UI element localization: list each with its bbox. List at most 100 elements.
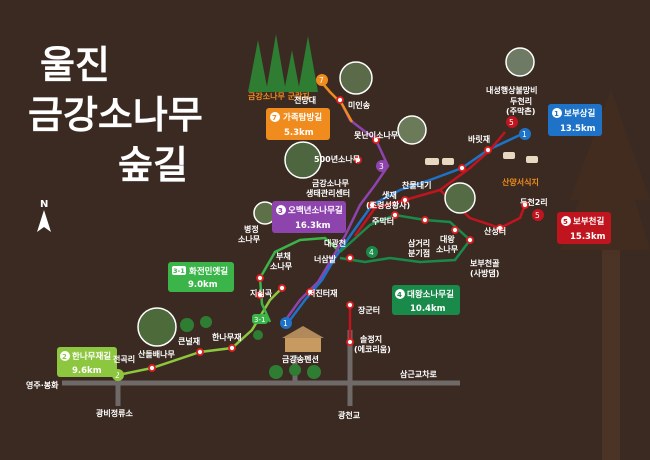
photo-motnani xyxy=(397,115,427,145)
label-hannamujae: 한나무재 xyxy=(212,332,241,342)
label-jeongokri: 전곡리 xyxy=(113,354,135,364)
svg-text:7: 7 xyxy=(272,114,277,122)
route-badge-3-1: 3-1 xyxy=(252,314,268,324)
svg-text:10.4km: 10.4km xyxy=(410,304,446,314)
label-byeongjeong2: 소나무 xyxy=(238,234,261,244)
label-miinsong: 미인송 xyxy=(348,100,371,110)
label-wildlife: 산양서식지 xyxy=(502,177,539,187)
label-500year: 500년소나무 xyxy=(314,154,361,164)
svg-text:5: 5 xyxy=(509,118,514,127)
svg-text:15.3km: 15.3km xyxy=(570,232,606,242)
svg-text:5: 5 xyxy=(535,211,540,220)
place-labels: 금강소나무 군락지 전망대 미인송 못난이소나무 500년소나무 금강소나무 생… xyxy=(26,85,548,420)
photo-miinsong xyxy=(339,61,373,95)
label-buche2: 소나무 xyxy=(270,261,293,271)
photo-500year xyxy=(284,141,322,179)
route-box-5: 5 보부천길 15.3km xyxy=(557,212,611,244)
route-badge-4: 4 xyxy=(366,246,378,258)
label-keunneoljae: 큰널재 xyxy=(178,336,200,346)
tree-cluster-icon xyxy=(248,34,318,92)
route-badge-1: 1 xyxy=(519,128,531,140)
label-pension: 금강송펜션 xyxy=(282,354,319,364)
svg-text:4: 4 xyxy=(369,248,374,257)
title-line1: 울진 xyxy=(40,42,110,87)
label-daewang1: 대왕 xyxy=(440,234,455,244)
label-bobucheon1: 보부천골 xyxy=(470,258,500,268)
label-daewang2: 소나무 xyxy=(436,244,459,254)
label-neosambat: 너삼밭 xyxy=(314,254,337,264)
svg-text:5.3km: 5.3km xyxy=(284,128,314,138)
svg-text:3: 3 xyxy=(278,207,283,215)
photo-daewang xyxy=(444,182,476,214)
route-line-3 xyxy=(285,99,390,319)
svg-text:9.6km: 9.6km xyxy=(72,366,102,376)
svg-text:1: 1 xyxy=(522,130,527,139)
label-sandeulbae: 산돌배나무 xyxy=(138,349,175,359)
route-box-4: 4 대왕소나무길 10.4km xyxy=(392,285,460,315)
label-saetjae: 샛재 xyxy=(382,190,397,200)
svg-text:보부상길: 보부상길 xyxy=(564,108,595,119)
label-samgeungyocharo: 삼근교차로 xyxy=(400,369,437,379)
label-sanseongteo: 산성터 xyxy=(484,226,506,236)
route-box-3-1: 3-1 화전민옛길 9.0km xyxy=(168,262,234,292)
svg-text:3: 3 xyxy=(379,162,384,171)
label-saetjae-sub: (조령성황사) xyxy=(366,200,410,210)
label-yeongju: 영주·봉화 xyxy=(26,380,59,390)
svg-text:화전민옛길: 화전민옛길 xyxy=(189,266,228,277)
svg-text:1: 1 xyxy=(283,319,288,328)
label-motnani: 못난이소나무 xyxy=(354,130,399,140)
label-monument1: 내성행상불망비 xyxy=(486,85,538,95)
route-box-2: 2 한나무재길 9.6km xyxy=(57,347,117,377)
svg-text:가족탐방길: 가족탐방길 xyxy=(283,112,322,123)
label-baritjae: 바릿재 xyxy=(468,134,490,144)
route-line-3-1 xyxy=(258,236,341,323)
route-box-3: 3 오백년소나무길 16.3km xyxy=(272,201,346,233)
label-janggunteo: 장군터 xyxy=(358,305,380,315)
label-soljeongji1: 솔정지 xyxy=(360,334,382,344)
svg-text:대왕소나무길: 대왕소나무길 xyxy=(407,289,454,300)
route-badge-1b: 1 xyxy=(280,317,292,329)
label-gwangcheongyo: 광천교 xyxy=(338,410,361,420)
svg-text:2: 2 xyxy=(115,371,120,380)
svg-text:4: 4 xyxy=(397,291,402,299)
compass-label: N xyxy=(40,199,48,210)
route-badge-5b: 5 xyxy=(532,209,544,221)
svg-text:16.3km: 16.3km xyxy=(295,221,331,231)
title-line2: 금강소나무 xyxy=(28,92,203,137)
label-jeonmangdae: 전망대 xyxy=(294,95,316,105)
label-samgeori2: 분기점 xyxy=(408,248,430,258)
label-buche1: 부채 xyxy=(276,251,291,261)
label-jumakteo: 주막터 xyxy=(372,216,394,226)
photo-monument xyxy=(505,47,535,77)
route-badge-5a: 5 xyxy=(506,116,518,128)
svg-text:13.5km: 13.5km xyxy=(560,124,596,134)
label-gunrakji: 금강소나무 군락지 xyxy=(248,91,310,101)
svg-text:9.0km: 9.0km xyxy=(188,280,218,290)
small-tree-icons xyxy=(180,316,321,379)
label-chanmulnaegi: 찬물내기 xyxy=(402,180,431,190)
label-monument2: 두천리 xyxy=(510,96,532,106)
svg-text:2: 2 xyxy=(62,353,67,361)
svg-text:3-1: 3-1 xyxy=(254,316,265,324)
label-byeongjeong1: 병정 xyxy=(244,224,259,234)
label-center1: 금강소나무 xyxy=(312,178,349,188)
svg-text:7: 7 xyxy=(319,76,324,85)
north-compass-icon: N xyxy=(37,199,51,232)
route-box-1: 1 보부상길 13.5km xyxy=(548,104,602,136)
svg-text:3-1: 3-1 xyxy=(173,267,185,275)
label-gwangbi: 광비정류소 xyxy=(96,408,133,418)
label-jisimgok: 지심곡 xyxy=(250,288,273,298)
photo-sandeulbae xyxy=(137,307,177,347)
svg-text:5: 5 xyxy=(563,218,568,226)
label-center2: 생태관리센터 xyxy=(306,188,350,198)
goat-icon xyxy=(425,152,538,165)
pension-building-icon xyxy=(282,326,324,352)
route-badge-3: 3 xyxy=(376,160,388,172)
svg-text:한나무재길: 한나무재길 xyxy=(72,351,111,362)
route-box-7: 7 가족탐방길 5.3km xyxy=(266,108,330,140)
svg-text:1: 1 xyxy=(554,110,559,118)
label-ducheon2: 두천2리 xyxy=(520,197,548,207)
label-samgeori1: 삼거리 xyxy=(408,238,430,248)
label-jeojinteojae: 저진터재 xyxy=(308,288,337,298)
